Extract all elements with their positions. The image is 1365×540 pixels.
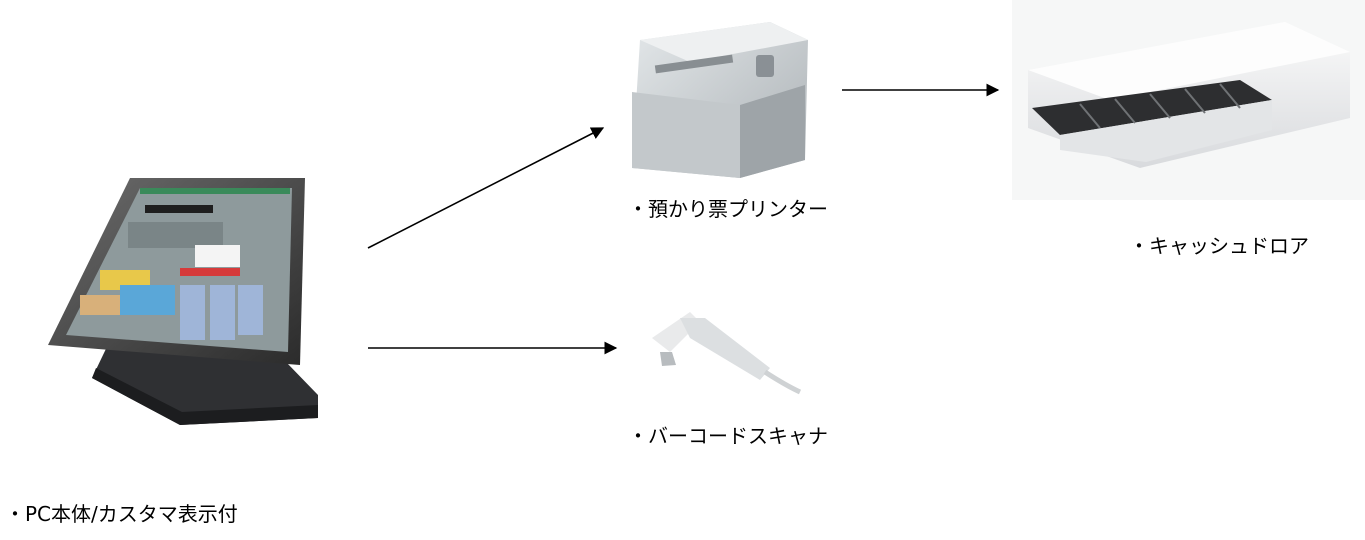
connections <box>367 83 1000 355</box>
cash-drawer-image <box>1012 0 1365 200</box>
receipt-printer-image <box>632 22 808 178</box>
barcode-scanner-label: ・バーコードスキャナ <box>628 424 828 448</box>
barcode-scanner-image <box>652 312 802 395</box>
arrow-pos-to-printer <box>367 127 605 249</box>
cash-drawer-label: ・キャッシュドロア <box>1129 234 1309 258</box>
pos-terminal-image <box>48 178 318 425</box>
pos-terminal-label: ・PC本体/カスタマ表示付 <box>5 502 238 526</box>
receipt-printer-label: ・預かり票プリンター <box>628 197 828 221</box>
